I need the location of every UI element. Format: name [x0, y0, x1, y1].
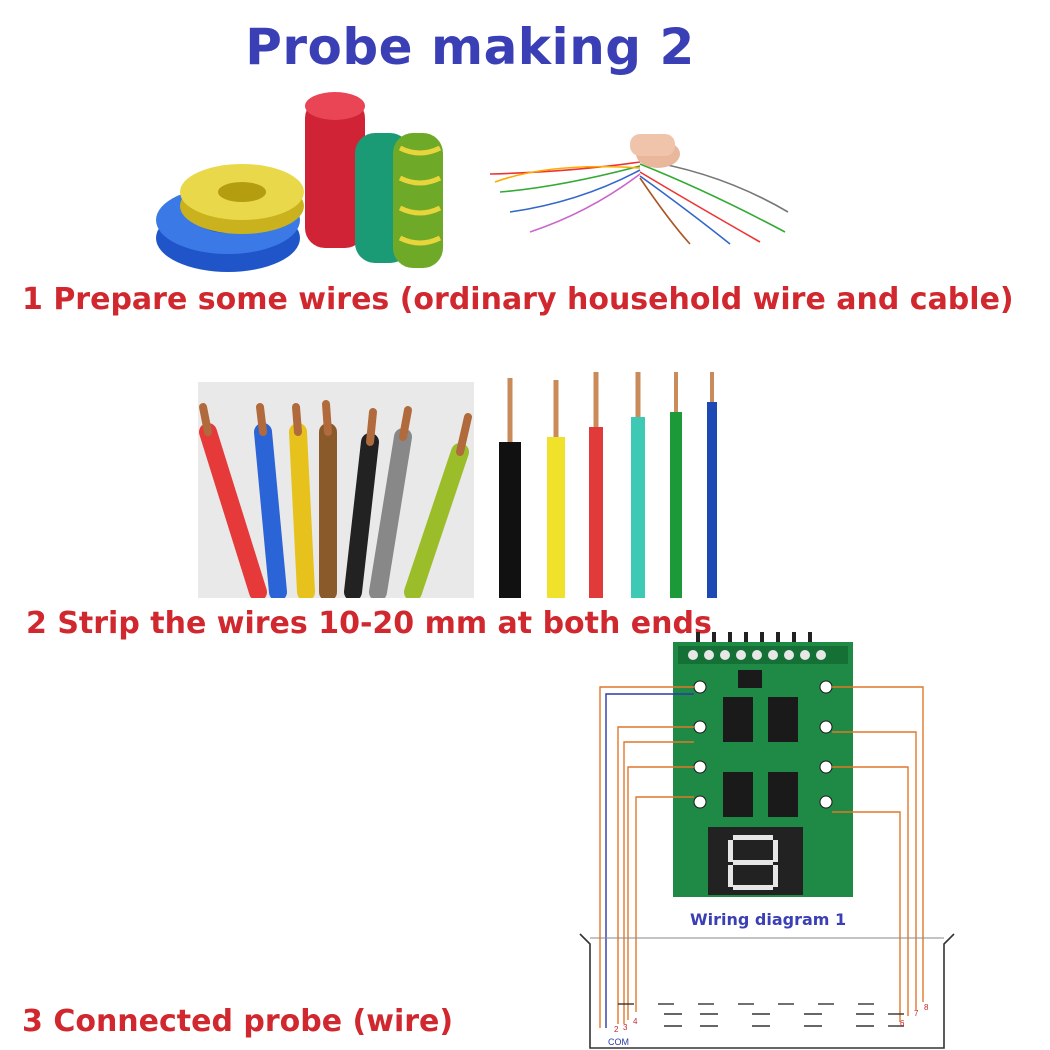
probe-label-2: 2: [614, 1025, 619, 1034]
page-title: Probe making 2: [245, 18, 695, 76]
stripped-wires-icon: [198, 372, 717, 598]
probe-label-3: 3: [623, 1023, 628, 1032]
step-3-text: 3 Connected probe (wire): [22, 1004, 454, 1039]
wire-strands-icon: [490, 134, 789, 245]
probe-label-7: 7: [914, 1009, 919, 1018]
seven-segment-display-icon: [708, 827, 803, 895]
probe-label-4: 4: [633, 1017, 638, 1026]
wire-spools-icon: [156, 92, 443, 272]
probe-label-6: 6: [900, 1019, 905, 1028]
level-sensor-board-icon: 2 3 4 6 7 8 COM: [579, 632, 955, 1049]
step-1-text: 1 Prepare some wires (ordinary household…: [22, 282, 1014, 317]
com-label: COM: [608, 1037, 629, 1047]
wiring-diagram-caption: Wiring diagram 1: [690, 910, 847, 929]
water-tank-icon: [579, 933, 955, 1049]
probe-label-8: 8: [924, 1003, 929, 1012]
step-2-text: 2 Strip the wires 10-20 mm at both ends: [26, 606, 712, 641]
